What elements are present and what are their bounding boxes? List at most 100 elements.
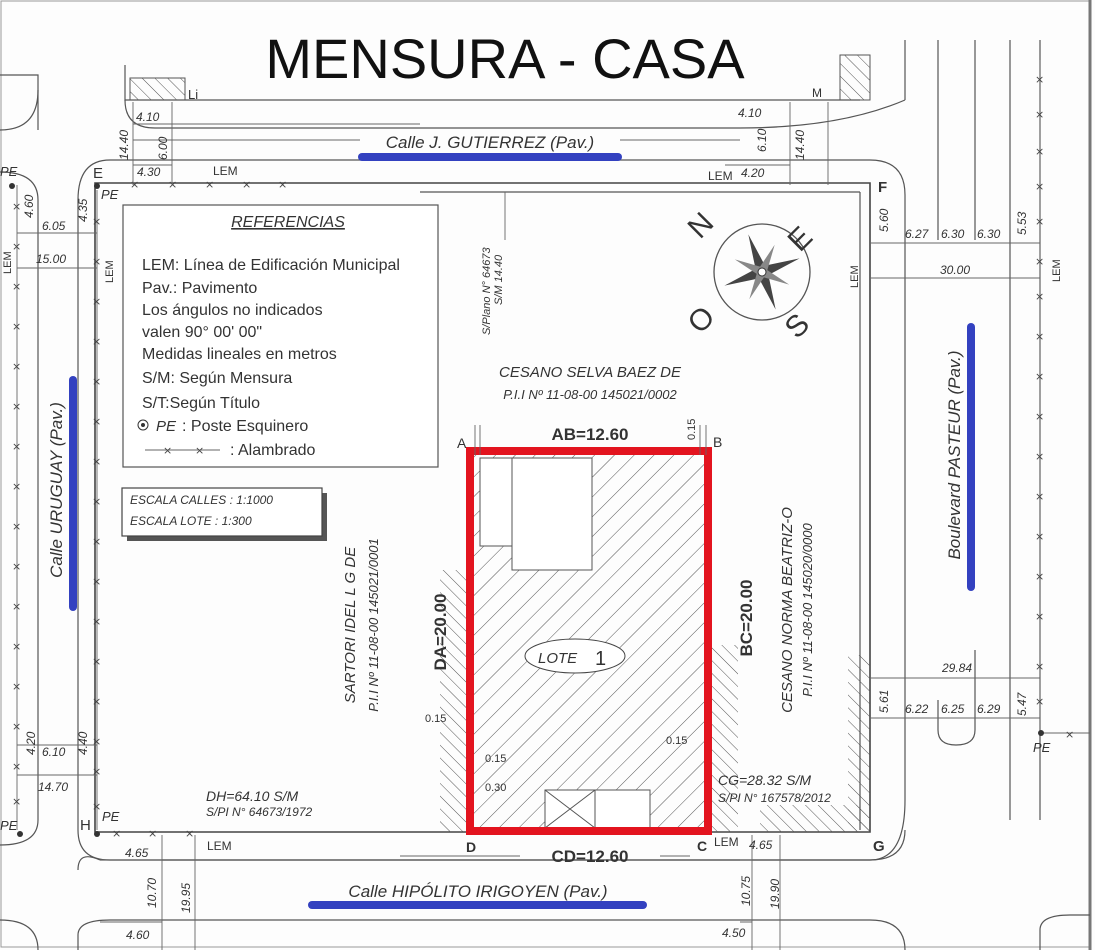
svg-text:×: × bbox=[1035, 290, 1044, 303]
svg-text:×: × bbox=[1035, 490, 1044, 503]
svg-text:×: × bbox=[1065, 728, 1074, 741]
svg-text:×: × bbox=[92, 415, 101, 428]
dim-label: 4.65 bbox=[125, 846, 149, 860]
dim-label: 4.10 bbox=[136, 110, 160, 124]
dim-label: 14.40 bbox=[793, 130, 807, 160]
dim-label: 6.05 bbox=[42, 219, 66, 233]
svg-text:×: × bbox=[92, 655, 101, 668]
svg-text:×: × bbox=[12, 480, 21, 493]
svg-text:×: × bbox=[1035, 570, 1044, 583]
lot-1: LOTE 1 bbox=[466, 447, 712, 835]
lem-label: LEM bbox=[1051, 259, 1063, 282]
svg-text:×: × bbox=[12, 240, 21, 253]
neighbor-north-name: CESANO SELVA BAEZ DE bbox=[499, 364, 682, 381]
svg-text:×: × bbox=[1035, 660, 1044, 673]
corner-f: F bbox=[878, 179, 887, 196]
references-heading: REFERENCIAS bbox=[231, 214, 345, 231]
svg-text:×: × bbox=[130, 178, 139, 191]
pe-symbol-label: PE bbox=[156, 418, 177, 435]
svg-text:×: × bbox=[12, 520, 21, 533]
lem-label: LEM bbox=[104, 260, 116, 283]
lem-label: LEM bbox=[207, 839, 232, 853]
label-m: M bbox=[812, 86, 822, 100]
boulevard-median bbox=[870, 40, 1040, 820]
svg-text:×: × bbox=[12, 720, 21, 733]
svg-text:×: × bbox=[92, 615, 101, 628]
dim-label: 4.65 bbox=[749, 838, 773, 852]
dim-label: 6.00 bbox=[156, 136, 170, 160]
dim-label: 6.25 bbox=[941, 702, 965, 716]
svg-text:×: × bbox=[163, 444, 172, 457]
svg-text:×: × bbox=[92, 535, 101, 548]
svg-text:×: × bbox=[12, 360, 21, 373]
svg-text:×: × bbox=[12, 795, 21, 808]
lot-side-ab: AB=12.60 bbox=[551, 425, 628, 444]
lot-side-cd: CD=12.60 bbox=[551, 847, 628, 866]
dimensions-right: 5.60 6.27 6.30 6.30 5.53 30.00 29.84 5.6… bbox=[849, 208, 1063, 716]
svg-text:×: × bbox=[1035, 73, 1044, 86]
svg-text:×: × bbox=[92, 735, 101, 748]
svg-text:×: × bbox=[1035, 215, 1044, 228]
neighbor-east-pii: P.I.I Nº 11-08-00 145020/0000 bbox=[800, 523, 815, 697]
reference-item: Medidas lineales en metros bbox=[142, 346, 337, 363]
reference-item: LEM: Línea de Edificación Municipal bbox=[142, 257, 400, 274]
fence-lines: ×××× ×××× ×××× ×××× ×××× ×××× ×××× ×××× … bbox=[12, 60, 1090, 840]
dim-label: 6.29 bbox=[977, 702, 1001, 716]
dim-label: 10.70 bbox=[145, 878, 159, 908]
compass-s: S bbox=[779, 307, 816, 344]
reference-item: Pav.: Pavimento bbox=[142, 280, 257, 297]
compass-o: O bbox=[682, 300, 722, 340]
scale-streets: ESCALA CALLES : 1:1000 bbox=[130, 493, 273, 507]
dim-label: 4.30 bbox=[137, 165, 161, 179]
svg-text:×: × bbox=[1035, 410, 1044, 423]
offset-label: 0.15 bbox=[485, 753, 506, 765]
svg-text:×: × bbox=[1035, 145, 1044, 158]
svg-text:×: × bbox=[148, 827, 157, 840]
svg-text:×: × bbox=[205, 178, 214, 191]
cg-measure: CG=28.32 S/M bbox=[718, 772, 811, 788]
dim-label: 4.40 bbox=[76, 731, 90, 755]
svg-text:×: × bbox=[1035, 330, 1044, 343]
svg-text:×: × bbox=[278, 178, 287, 191]
dimensions-top: 4.10 6.00 14.40 4.30 4.10 6.10 14.40 4.2… bbox=[117, 102, 829, 185]
corner-e: E bbox=[93, 165, 103, 182]
label-li: Li bbox=[188, 87, 198, 102]
dh-plan-ref: S/PI N° 64673/1972 bbox=[206, 805, 313, 819]
offset-label: 0.15 bbox=[666, 735, 687, 747]
dim-label: 4.50 bbox=[722, 926, 746, 940]
svg-text:×: × bbox=[12, 320, 21, 333]
corner-h: H bbox=[80, 817, 91, 834]
dim-label: 6.30 bbox=[977, 227, 1001, 241]
svg-text:×: × bbox=[12, 200, 21, 213]
lem-label: LEM bbox=[213, 164, 238, 178]
vertex-d: D bbox=[466, 839, 476, 855]
lot-side-da: DA=20.00 bbox=[431, 593, 450, 670]
dim-label: 19.95 bbox=[179, 883, 193, 913]
svg-text:×: × bbox=[1035, 610, 1044, 623]
offset-label: 0.30 bbox=[485, 782, 506, 794]
lem-label: LEM bbox=[2, 251, 14, 274]
svg-text:×: × bbox=[12, 400, 21, 413]
reference-item: S/M: Según Mensura bbox=[142, 370, 292, 387]
hatched-buildings bbox=[440, 570, 870, 832]
dim-label: 4.60 bbox=[22, 194, 36, 218]
lem-label: LEM bbox=[849, 265, 861, 288]
dim-label: 15.00 bbox=[36, 252, 66, 266]
street-name-top: Calle J. GUTIERREZ (Pav.) bbox=[386, 133, 594, 152]
dim-label: 14.70 bbox=[38, 780, 68, 794]
lot-number: 1 bbox=[595, 648, 606, 670]
dimensions-bottom: 4.65 10.70 19.95 4.60 4.65 10.75 19.90 4… bbox=[100, 835, 782, 950]
street-name-left: Calle URUGUAY (Pav.) bbox=[47, 402, 66, 578]
dim-label: 5.53 bbox=[1015, 211, 1029, 235]
reference-item: : Alambrado bbox=[230, 442, 315, 459]
dim-label: 5.61 bbox=[877, 690, 891, 713]
lot-side-bc: BC=20.00 bbox=[737, 579, 756, 656]
svg-text:×: × bbox=[12, 640, 21, 653]
reference-item: valen 90° 00' 00" bbox=[142, 324, 262, 341]
corner-g: G bbox=[873, 838, 885, 855]
reference-item: : Poste Esquinero bbox=[182, 418, 308, 435]
svg-text:×: × bbox=[1035, 108, 1044, 121]
svg-text:×: × bbox=[12, 600, 21, 613]
svg-text:×: × bbox=[12, 280, 21, 293]
